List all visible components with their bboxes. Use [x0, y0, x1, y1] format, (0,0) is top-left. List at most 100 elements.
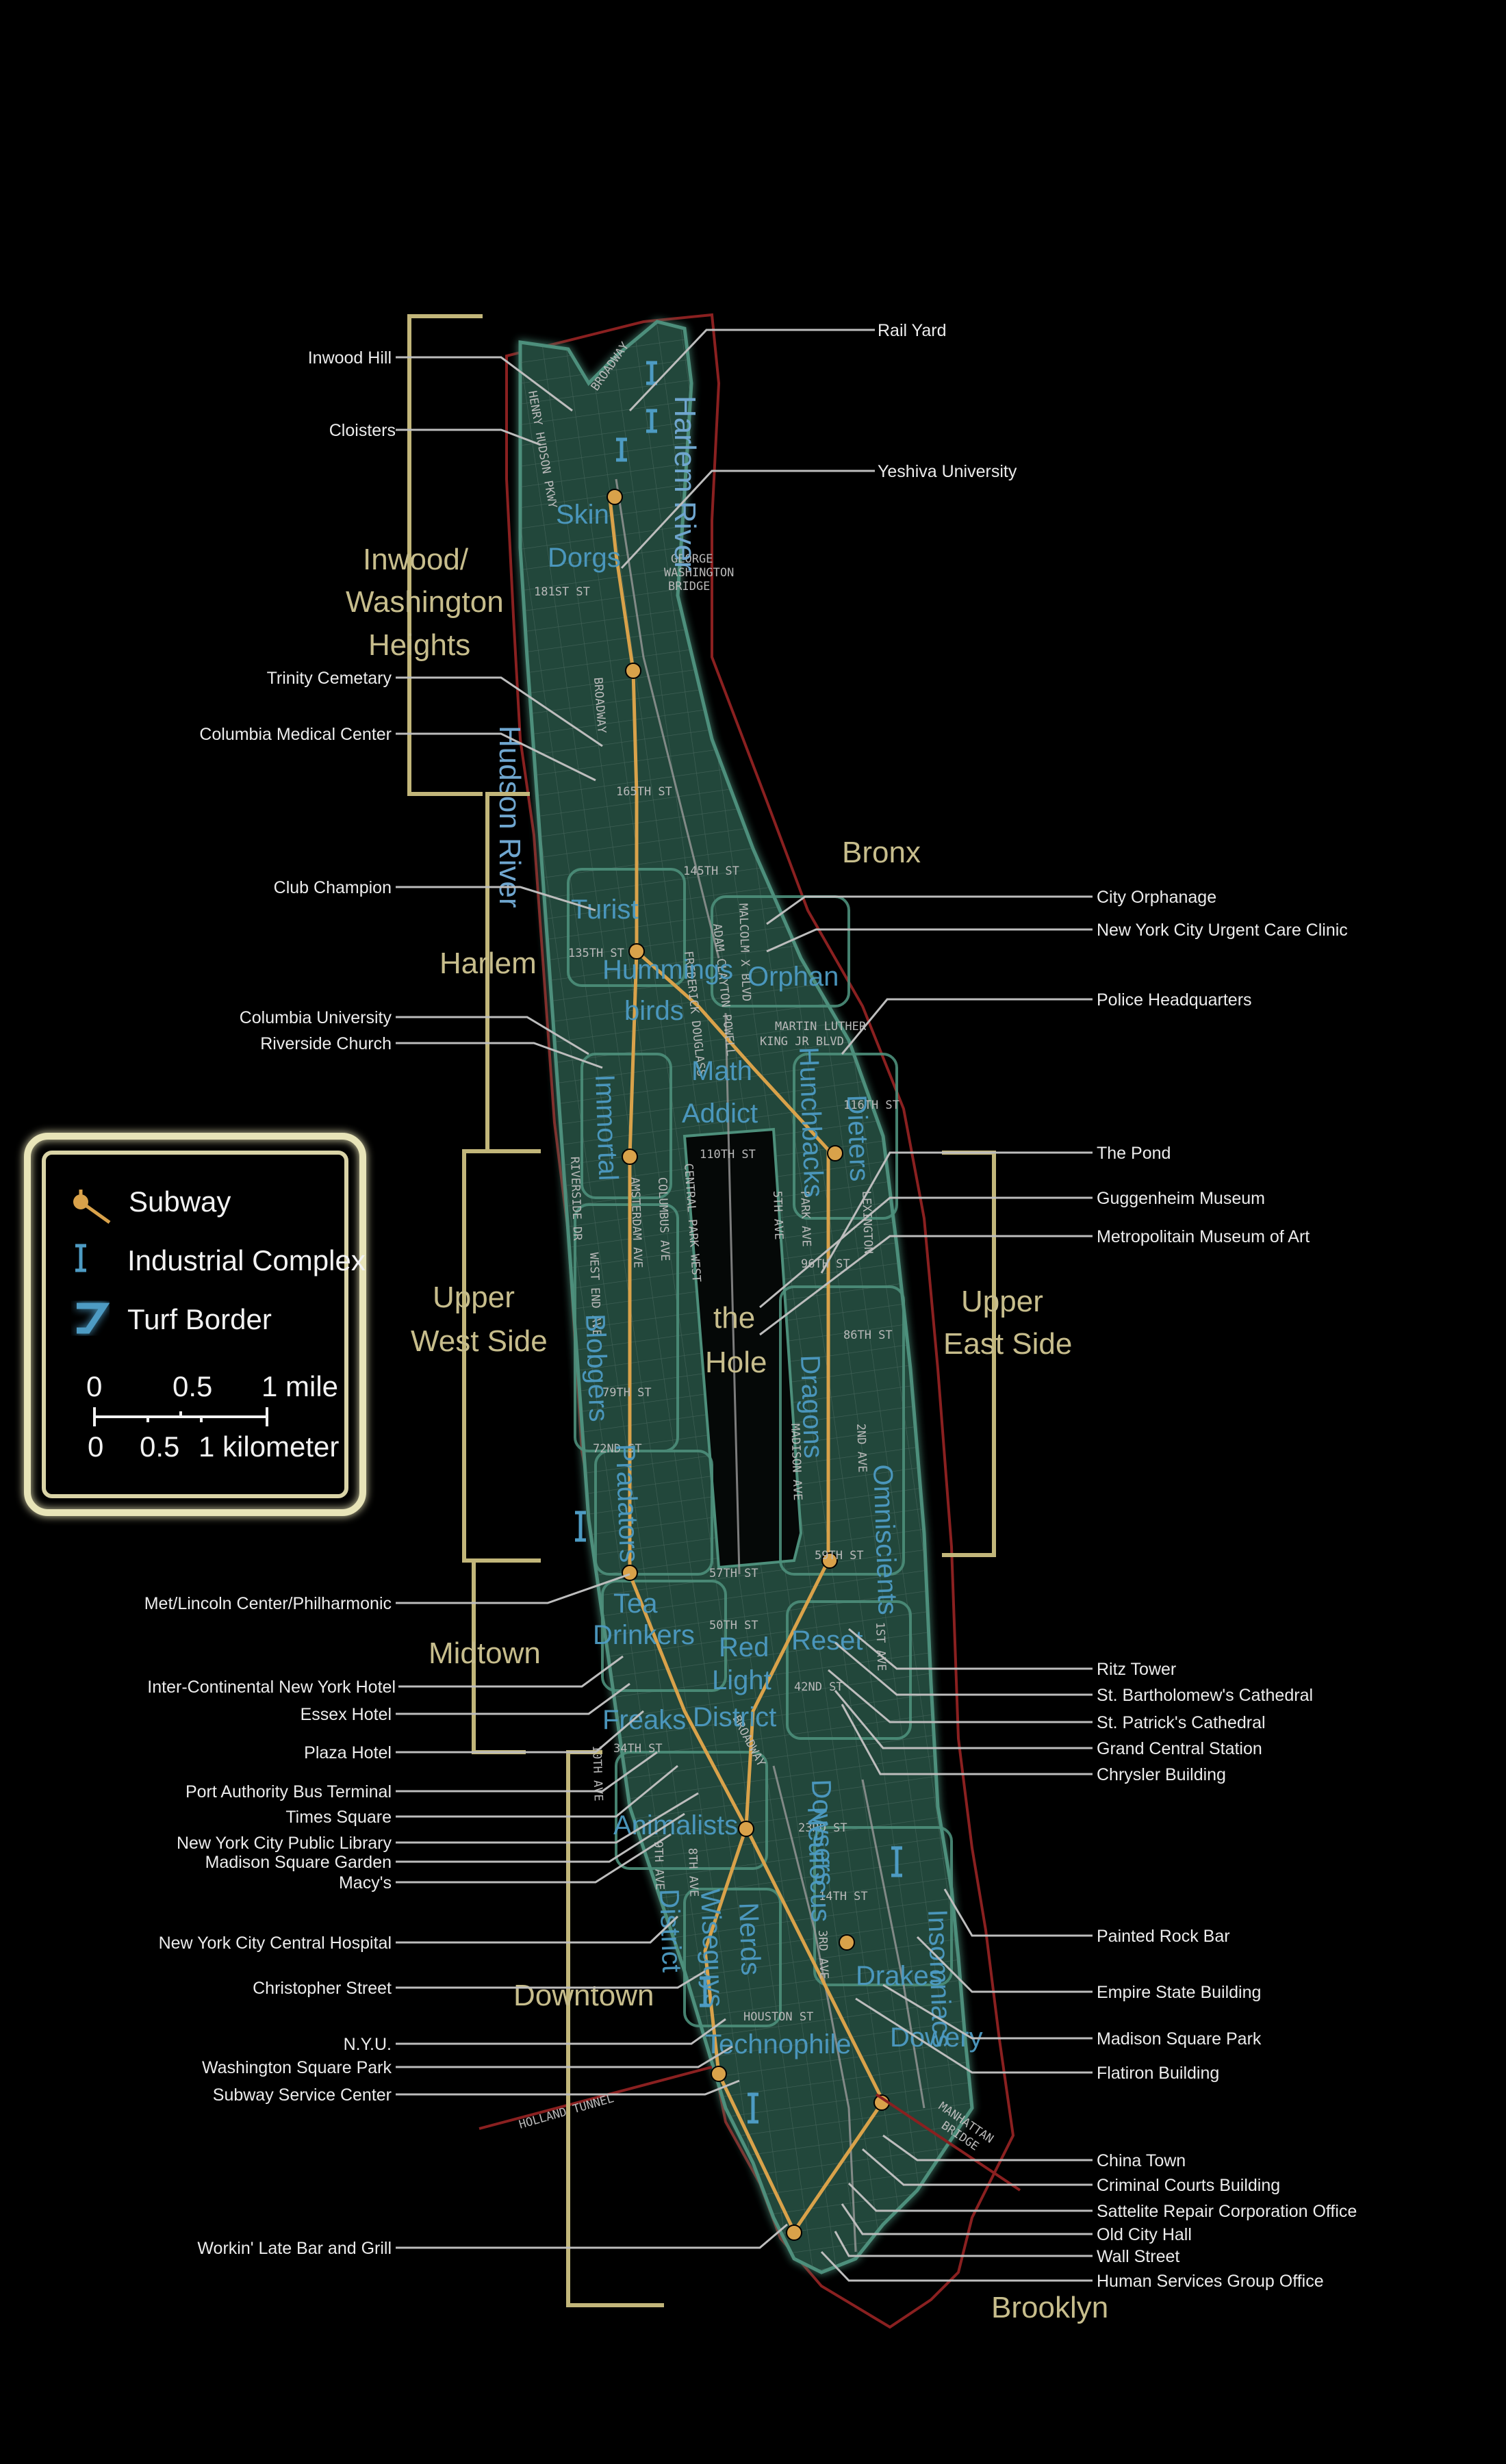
- legend-industrial-label: Industrial Complex: [127, 1244, 366, 1276]
- landmark-label: New York City Public Library: [177, 1834, 392, 1853]
- district-label: Animalists: [613, 1810, 738, 1840]
- landmark-label: Essex Hotel: [301, 1705, 392, 1724]
- holland-tunnel: [478, 2066, 713, 2130]
- street-label: HOUSTON ST: [743, 2010, 813, 2024]
- coastline-outline: [505, 313, 1015, 2329]
- scale-tick-label: 0.5: [140, 1430, 179, 1463]
- turf-borders: [567, 868, 953, 2027]
- street-label: WASHINGTON: [664, 566, 734, 580]
- region-label: West Side: [411, 1324, 548, 1358]
- region-label: Downtown: [513, 1979, 654, 2012]
- district-label: Wiseguys: [695, 1888, 729, 2008]
- district-label: Math: [691, 1056, 752, 1086]
- region-label: Heights: [368, 628, 470, 662]
- street-label: 50TH ST: [709, 1619, 758, 1632]
- street-label: 110TH ST: [700, 1148, 756, 1162]
- street-label: 165TH ST: [616, 785, 672, 799]
- landmark-label: Workin' Late Bar and Grill: [197, 2239, 392, 2258]
- landmark-label: Chrysler Building: [1097, 1765, 1226, 1784]
- legend-turf-icon: [77, 1302, 110, 1334]
- district-label: Omniscients: [867, 1464, 903, 1615]
- street-label: LEXINGTON: [859, 1190, 875, 1254]
- landmark-label: Columbia University: [240, 1008, 392, 1027]
- district-label: Hunchbacks: [793, 1047, 829, 1198]
- street-label: 34TH ST: [613, 1742, 663, 1756]
- district-label: Pradators: [610, 1443, 644, 1563]
- landmark-label: Sattelite Repair Corporation Office: [1097, 2202, 1357, 2221]
- street-label: AMSTERDAM AVE: [628, 1177, 645, 1268]
- street-label: PARK AVE: [797, 1190, 813, 1247]
- district-label: Skin: [556, 500, 609, 530]
- street-label: 9TH AVE: [651, 1840, 666, 1890]
- scale-tick-label: 0.5: [173, 1370, 212, 1402]
- landmark-label: Old City Hall: [1097, 2225, 1192, 2244]
- region-label: Upper: [433, 1281, 515, 1314]
- street-label: 59TH ST: [815, 1549, 864, 1563]
- landmark-label: Met/Lincoln Center/Philharmonic: [144, 1594, 392, 1613]
- region-label: Midtown: [429, 1637, 541, 1670]
- landmark-label: Club Champion: [274, 878, 392, 897]
- landmark-label: City Orphanage: [1097, 888, 1216, 907]
- street-label: 23RD ST: [798, 1821, 847, 1835]
- landmark-label: Trinity Cemetary: [267, 669, 392, 688]
- landmark-label: Human Services Group Office: [1097, 2272, 1324, 2291]
- street-label: MALCOLM X BLVD: [736, 903, 753, 1001]
- landmark-label: New York City Central Hospital: [159, 1934, 392, 1953]
- landmark-label: Empire State Building: [1097, 1983, 1261, 2002]
- street-label: COLUMBUS AVE: [655, 1177, 672, 1261]
- district-label: Turist: [571, 895, 639, 925]
- landmark-label: St. Bartholomew's Cathedral: [1097, 1686, 1313, 1705]
- region-label: Washington: [346, 585, 504, 619]
- borough-label: Brooklyn: [991, 2291, 1108, 2324]
- landmark-label: The Pond: [1097, 1144, 1171, 1163]
- manhattan-bridge: [875, 2093, 1021, 2192]
- district-label: Dowery: [890, 2023, 983, 2053]
- right-landmark-labels: Rail Yard Yeshiva University City Orphan…: [878, 321, 1357, 2291]
- street-label: 5TH AVE: [770, 1190, 785, 1240]
- landmark-label: Yeshiva University: [878, 462, 1017, 481]
- landmark-label: Christopher Street: [253, 1979, 392, 1998]
- subway-stations: [607, 489, 890, 2241]
- street-label: BRIDGE: [668, 580, 710, 593]
- scale-tick-label: 1 kilometer: [199, 1430, 339, 1463]
- region-label: East Side: [943, 1327, 1072, 1361]
- region-labels: Inwood/ Washington Heights Harlem Upper …: [346, 543, 1072, 2012]
- scale-tick-label: 0: [86, 1370, 102, 1402]
- landmark-label: Times Square: [285, 1808, 392, 1827]
- street-label: KING JR BLVD: [760, 1035, 844, 1049]
- street-label: 181ST ST: [534, 585, 590, 599]
- district-label: Orphan: [748, 962, 839, 992]
- landmark-label: Inter-Continental New York Hotel: [147, 1678, 396, 1697]
- district-label: Dorgs: [548, 543, 621, 573]
- region-label: the: [713, 1301, 755, 1335]
- street-label: GEORGE: [671, 552, 713, 566]
- street-label: 14TH ST: [819, 1890, 868, 1903]
- rail-lines: [615, 478, 926, 2253]
- landmark-label: Guggenheim Museum: [1097, 1189, 1265, 1208]
- district-label: District: [693, 1702, 776, 1732]
- district-label: birds: [624, 996, 684, 1026]
- landmark-label: Ritz Tower: [1097, 1660, 1176, 1679]
- landmark-label: Flatiron Building: [1097, 2064, 1219, 2083]
- river-label: Harlem River: [668, 396, 702, 572]
- street-label: 2ND AVE: [854, 1423, 869, 1472]
- scale-tick-label: 0: [88, 1430, 103, 1463]
- street-label: 57TH ST: [709, 1567, 758, 1580]
- landmark-label: Madison Square Garden: [205, 1853, 392, 1872]
- street-label: 79TH ST: [602, 1386, 652, 1400]
- landmark-label: Cloisters: [329, 421, 396, 440]
- landmark-label: Metropolitain Museum of Art: [1097, 1227, 1310, 1246]
- street-label: 1ST AVE: [873, 1621, 888, 1671]
- landmark-label: St. Patrick's Cathedral: [1097, 1713, 1266, 1732]
- district-label: Light: [712, 1665, 771, 1695]
- street-label: 10TH AVE: [589, 1745, 605, 1801]
- region-label: Harlem: [439, 947, 537, 980]
- street-label: 42ND ST: [794, 1680, 843, 1694]
- left-landmark-labels: Inwood Hill Cloisters Trinity Cemetary C…: [144, 348, 396, 2258]
- street-label: 116TH ST: [843, 1099, 899, 1112]
- region-label: Inwood/: [363, 543, 469, 576]
- landmark-label: Subway Service Center: [213, 2086, 392, 2105]
- legend-turf-label: Turf Border: [127, 1303, 272, 1335]
- landmark-label: Madison Square Park: [1097, 2029, 1262, 2049]
